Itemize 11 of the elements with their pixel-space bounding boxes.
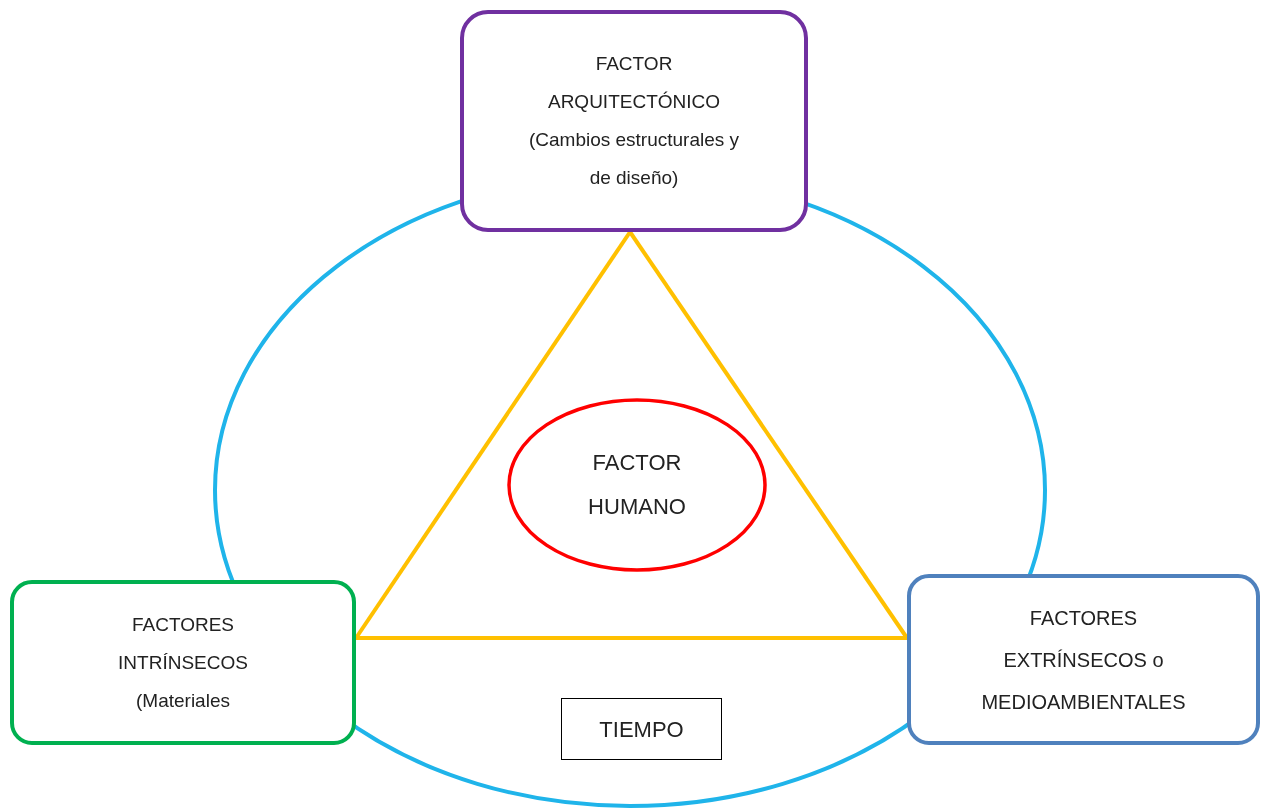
node-text: FACTOR ARQUITECTÓNICO (Cambios estructurales y de diseño) bbox=[527, 52, 741, 190]
factor-ellipse bbox=[507, 398, 767, 572]
node-text: FACTORES INTRÍNSECOS (Materiales bbox=[117, 612, 249, 713]
factor-box bbox=[460, 10, 808, 232]
label-box bbox=[561, 698, 722, 760]
node-text: TIEMPO bbox=[599, 715, 684, 744]
factor-box bbox=[907, 574, 1260, 745]
node-text: FACTOR HUMANO bbox=[587, 449, 687, 521]
factor-box bbox=[10, 580, 356, 745]
node-text: FACTORES EXTRÍNSECOS o MEDIOAMBIENTALES bbox=[980, 605, 1187, 715]
connector-line bbox=[356, 636, 907, 640]
